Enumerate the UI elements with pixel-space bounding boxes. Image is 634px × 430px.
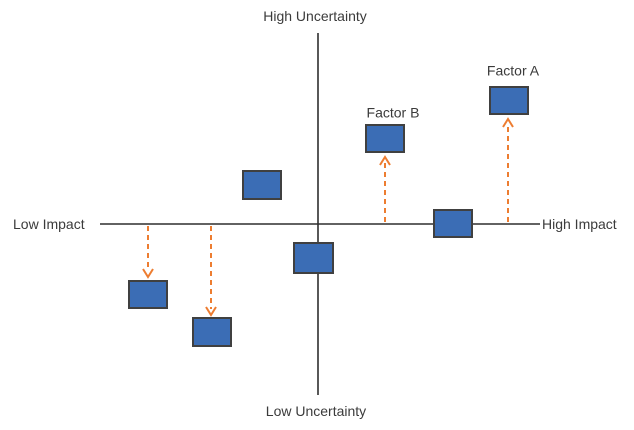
factor-box-factor-a <box>489 86 529 115</box>
factor-box <box>128 280 168 309</box>
factor-box-factor-b <box>365 124 405 153</box>
arrowhead-up-icon <box>502 117 514 128</box>
factor-label: Factor B <box>366 104 420 121</box>
axis-label-low-impact: Low Impact <box>13 216 85 232</box>
factor-box <box>293 242 334 274</box>
axis-label-low-uncertainty: Low Uncertainty <box>265 403 367 419</box>
axis-label-high-impact: High Impact <box>542 216 617 232</box>
axis-label-high-uncertainty: High Uncertainty <box>263 8 367 24</box>
factor-label: Factor A <box>486 62 540 79</box>
arrowhead-down-icon <box>205 306 217 317</box>
arrowhead-up-icon <box>379 155 391 166</box>
arrowhead-down-icon <box>142 268 154 279</box>
factor-box <box>433 209 473 238</box>
factor-box <box>192 317 232 347</box>
factor-box <box>242 170 282 200</box>
